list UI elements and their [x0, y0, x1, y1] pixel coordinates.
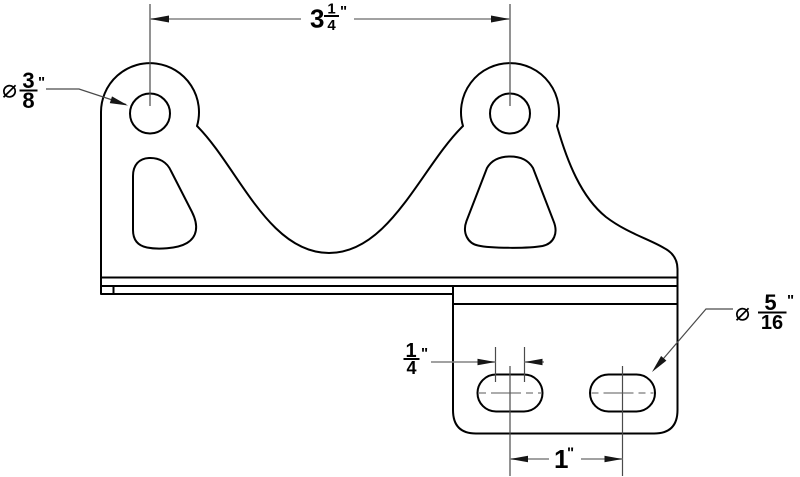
slot-spacing-value: 1 — [554, 444, 568, 474]
arrowhead-hole-spacing-left — [150, 15, 169, 23]
right-relief-cutout — [463, 155, 557, 249]
callout-text-hole-diameter: ⌀ 3 8 " — [2, 68, 45, 113]
dimension-text-slot-travel: 1 4 " — [403, 340, 428, 378]
leader-hole-diameter — [46, 88, 127, 106]
slot-dia-unit: " — [787, 292, 794, 309]
slot-dia-denominator: 16 — [761, 312, 783, 334]
hole-spacing-unit: " — [340, 3, 347, 20]
diameter-symbol-icon: ⌀ — [2, 75, 17, 104]
slot-spacing-unit: " — [567, 445, 574, 462]
leader-slot-diameter — [654, 308, 733, 370]
slot-dia-numerator: 5 — [764, 290, 776, 315]
arrowhead-slot-diameter — [652, 356, 667, 372]
dimension-text-slot-spacing: 1 " — [554, 444, 574, 474]
hole-spacing-denominator: 4 — [327, 17, 336, 34]
hole-spacing-whole: 3 — [310, 4, 324, 34]
bracket-upper-outline — [99, 62, 679, 295]
arrowhead-hole-diameter — [109, 96, 128, 106]
slot-travel-unit: " — [421, 345, 428, 362]
hole-spacing-numerator: 1 — [327, 1, 335, 18]
arrowhead-slot-spacing-right — [604, 455, 623, 463]
callout-text-slot-diameter: ⌀ 5 16 " — [735, 290, 794, 334]
diameter-symbol-icon: ⌀ — [735, 298, 750, 327]
arrowhead-slot-spacing-left — [510, 455, 528, 463]
arrowhead-slot-travel-right — [524, 358, 543, 366]
hole-dia-unit: " — [38, 74, 45, 91]
hole-dia-numerator: 3 — [22, 68, 34, 93]
left-relief-cutout — [132, 156, 198, 250]
dimension-text-hole-spacing: 3 1 4 " — [310, 1, 347, 35]
bracket-lower-outline — [452, 286, 679, 435]
hole-dia-denominator: 8 — [22, 88, 34, 113]
slot-travel-numerator: 1 — [405, 340, 416, 362]
arrowhead-slot-travel-left — [477, 358, 496, 366]
slot-travel-denominator: 4 — [406, 358, 416, 378]
arrowhead-hole-spacing-right — [491, 15, 510, 23]
